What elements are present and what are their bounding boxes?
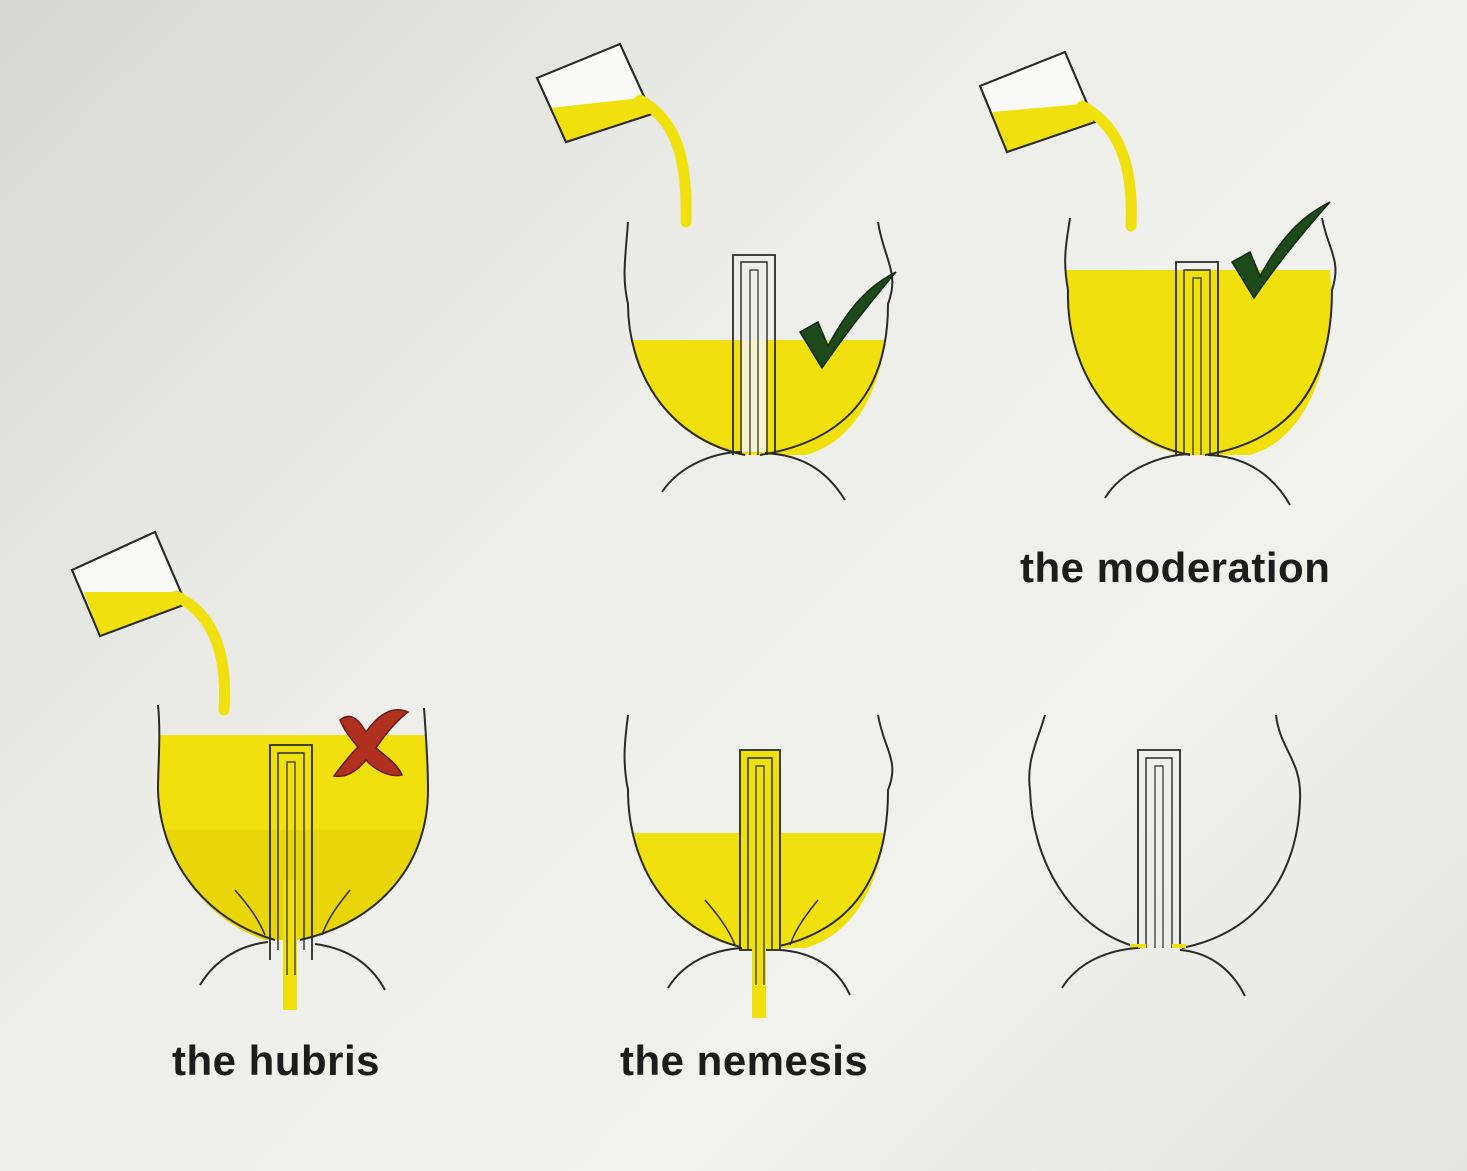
check-icon <box>1230 201 1331 300</box>
siphon-tube <box>1137 749 1181 948</box>
pouring-stream <box>634 94 692 228</box>
vessel-bottom-middle <box>623 714 894 1018</box>
pouring-beaker <box>978 50 1137 232</box>
caption-moderation: the moderation <box>1020 544 1331 591</box>
vessel-bottom-left <box>70 530 430 1010</box>
caption-hubris: the hubris <box>172 1037 381 1084</box>
siphon-tube <box>1175 261 1219 455</box>
siphon-tube <box>732 254 776 455</box>
check-icon <box>798 271 897 370</box>
pouring-beaker <box>535 42 692 228</box>
siphon-tube <box>269 744 313 960</box>
liquid-fill <box>1065 270 1332 455</box>
cross-icon <box>332 709 410 778</box>
pouring-beaker <box>70 530 231 716</box>
vessel-top-right <box>978 50 1337 506</box>
pouring-stream <box>170 590 231 716</box>
vessel-bottom-right <box>1028 714 1302 997</box>
caption-nemesis: the nemesis <box>620 1037 869 1084</box>
vessel-top-middle <box>535 42 897 501</box>
pouring-stream <box>1076 100 1137 232</box>
